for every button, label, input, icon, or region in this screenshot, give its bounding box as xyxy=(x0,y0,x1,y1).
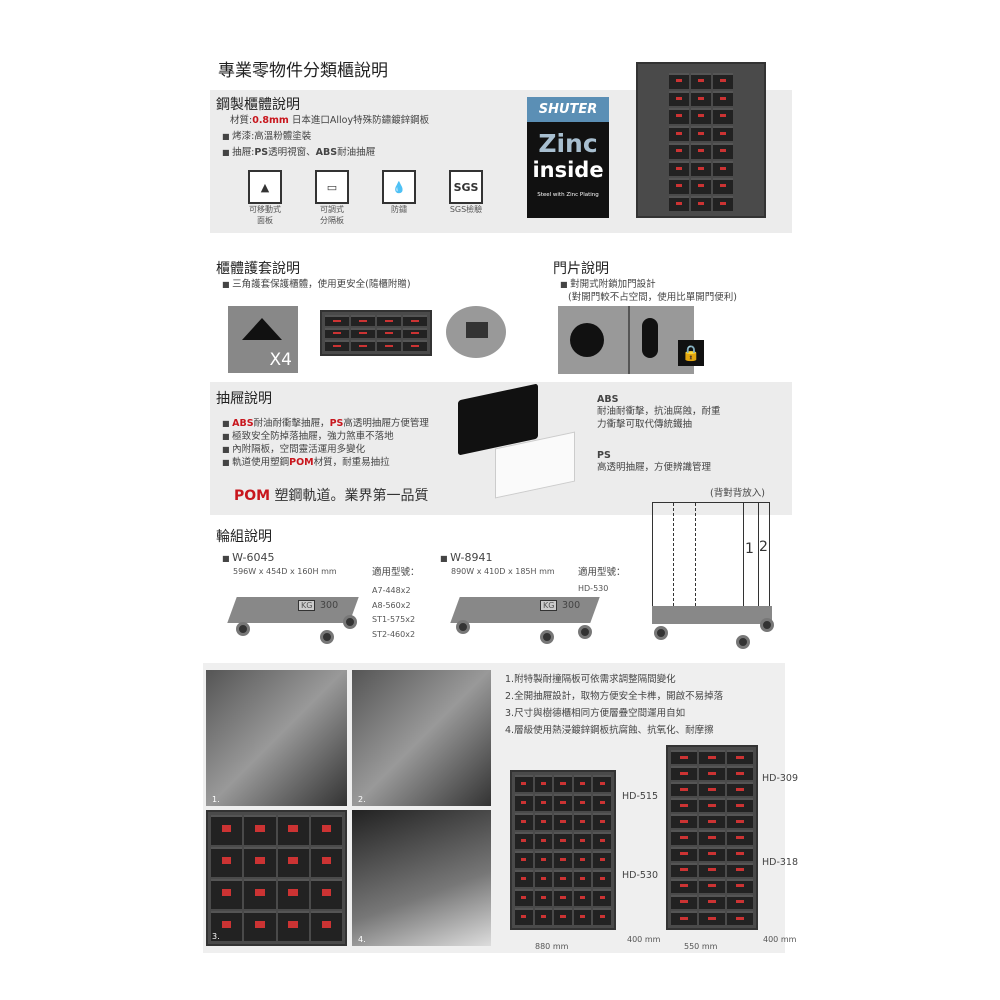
cabinet-image xyxy=(636,62,766,218)
abs-title: ABS xyxy=(597,394,619,405)
w6045-load: 300 xyxy=(320,600,339,611)
wheel-icon xyxy=(456,620,470,634)
kg-icon: KG xyxy=(540,600,558,611)
photo-1: 1. xyxy=(206,670,347,806)
drawer-line: 抽屜:PS透明視窗、ABS耐油抽屜 xyxy=(222,146,375,159)
wheel-icon xyxy=(540,630,554,644)
drawer-bullet-3: 內附隔板，空間靈活運用多變化 xyxy=(222,443,365,456)
door-lock-photo: 🔒 xyxy=(558,306,704,374)
back-to-back-frame: 1 2 xyxy=(652,502,770,622)
wheel-icon xyxy=(760,618,774,632)
removable-panel-icon: ▲ xyxy=(248,170,282,204)
w6045-fit-label: 適用型號： xyxy=(372,567,420,578)
w8941-model: W-8941 xyxy=(440,551,492,565)
door-heading: 門片說明 xyxy=(553,261,609,277)
depth-2: 400 mm xyxy=(763,935,797,944)
icon-panel: ▲可移動式面板 xyxy=(248,170,282,226)
material-line: 材質:0.8mm 日本進口Alloy特殊防鏽鍍鋅鋼板 xyxy=(230,115,430,126)
steel-heading: 鋼製櫃體說明 xyxy=(216,97,300,113)
abs-desc-1: 耐油耐衝擊，抗油腐蝕，耐重 xyxy=(597,406,721,417)
hd318-label: HD-318 xyxy=(762,857,799,868)
hd515-label: HD-515 xyxy=(622,791,659,802)
hd530-label: HD-530 xyxy=(622,870,659,881)
wheel-icon xyxy=(320,630,334,644)
sgs-icon: SGS xyxy=(449,170,483,204)
icon-rust: 💧防鏽 xyxy=(382,170,416,226)
photo-2: 2. xyxy=(352,670,491,806)
drawer-bullet-4: 軌道使用塑鋼POM材質，耐重易抽拉 xyxy=(222,456,390,469)
zinc-badge: SHUTER Zinc inside Steel with Zinc Plati… xyxy=(527,97,609,218)
divider-icon: ▭ xyxy=(315,170,349,204)
photo-4: 4. xyxy=(352,810,491,946)
wheel-icon xyxy=(343,615,357,629)
drawer-heading: 抽屜說明 xyxy=(216,391,272,407)
door-line1: 對開式附鎖加門設計 xyxy=(560,278,656,291)
cart-base xyxy=(652,606,772,624)
wheels-heading: 輪組說明 xyxy=(216,529,272,545)
wheel-icon xyxy=(736,635,750,649)
hd309-hd318-cabinet xyxy=(666,745,758,930)
w8941-fit-label: 適用型號： xyxy=(578,567,626,578)
abs-desc-2: 力衝擊可取代傳統鐵抽 xyxy=(597,419,693,430)
drawer-bullet-1: ABS耐油耐衝擊抽屜，PS高透明抽屜方便管理 xyxy=(222,417,429,430)
paint-line: 烤漆:高溫粉體塗裝 xyxy=(222,130,311,143)
width-1: 880 mm xyxy=(535,942,569,951)
icon-divider: ▭可調式分隔板 xyxy=(315,170,349,226)
back-note: (背對背放入) xyxy=(710,488,765,499)
cabinet-guard-image xyxy=(320,310,432,356)
w8941-fits: HD-530 xyxy=(578,584,609,593)
photo-3 xyxy=(206,810,347,946)
guard-heading: 櫃體護套說明 xyxy=(216,261,300,277)
drawer-bullet-2: 極致安全防掉落抽屜，強力煞車不落地 xyxy=(222,430,394,443)
door-line2: (對開門較不占空間，使用比單開門便利) xyxy=(568,292,737,303)
rustproof-icon: 💧 xyxy=(382,170,416,204)
guard-photo: X4 xyxy=(228,306,298,373)
depth-1: 400 mm xyxy=(627,935,661,944)
hd515-hd530-cabinet xyxy=(510,770,616,930)
wheel-icon xyxy=(578,625,592,639)
wheel-icon xyxy=(654,626,668,640)
w6045-cart xyxy=(227,597,359,623)
pom-slogan: POM 塑鋼軌道。業界第一品質 xyxy=(234,488,429,504)
w6045-model: W-6045 xyxy=(222,551,274,565)
page-title: 專業零物件分類櫃說明 xyxy=(218,61,388,81)
wheel-icon xyxy=(236,622,250,636)
ps-desc: 高透明抽屜，方便辨識管理 xyxy=(597,462,712,473)
w8941-load: 300 xyxy=(562,600,581,611)
width-2: 550 mm xyxy=(684,942,718,951)
hd309-label: HD-309 xyxy=(762,773,799,784)
w6045-size: 596W x 454D x 160H mm xyxy=(233,567,337,576)
guard-detail-circle xyxy=(446,306,506,358)
kg-icon: KG xyxy=(298,600,316,611)
ps-title: PS xyxy=(597,450,611,461)
guard-bullet: 三角護套保護櫃體，使用更安全(隨櫃附贈) xyxy=(222,278,410,291)
photo-3-label: 3. xyxy=(212,932,220,941)
lock-icon: 🔒 xyxy=(678,340,704,366)
w8941-size: 890W x 410D x 185H mm xyxy=(451,567,555,576)
